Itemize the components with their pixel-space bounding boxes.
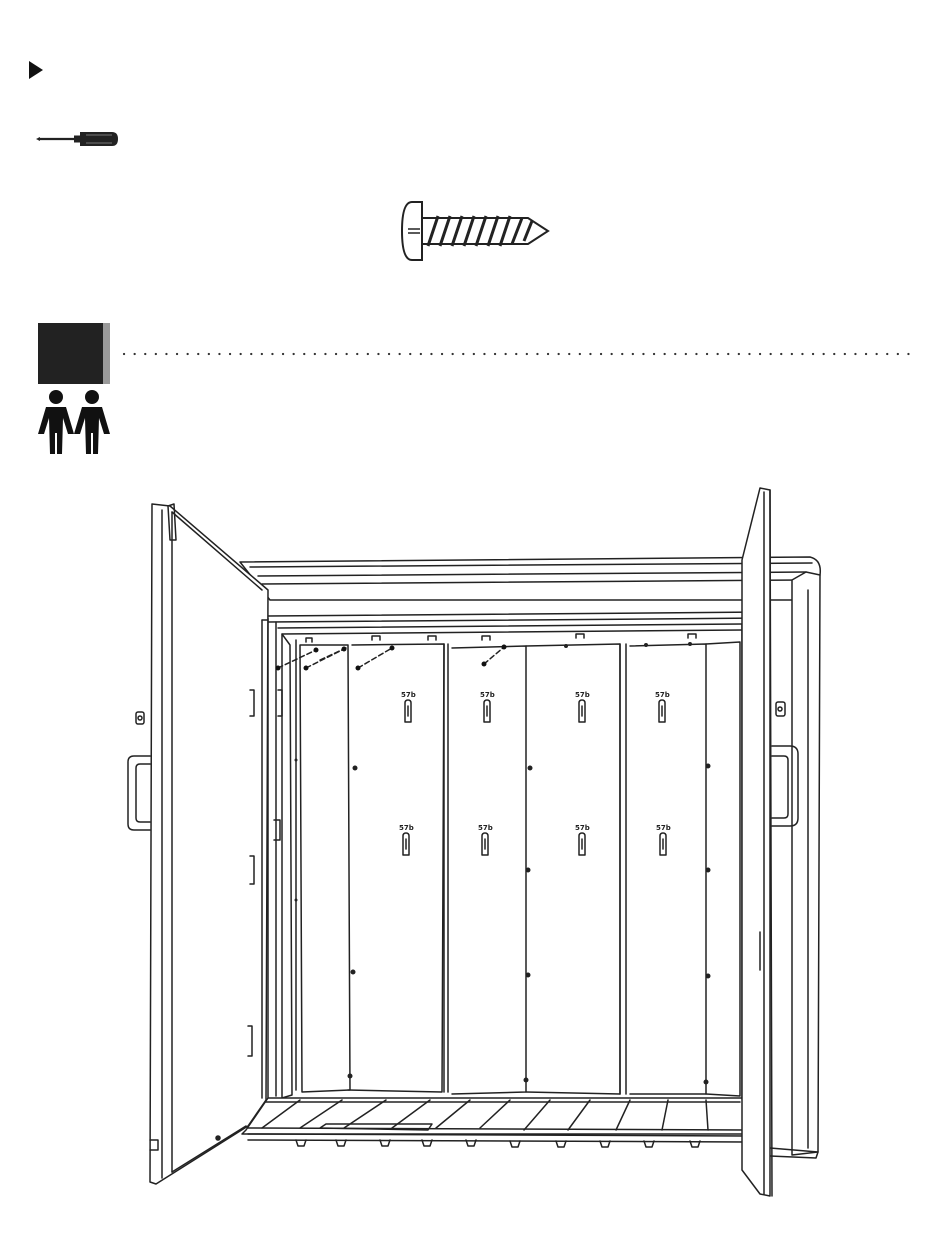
screwdriver-icon — [36, 128, 120, 150]
part-label: 57b — [480, 691, 495, 699]
left-door — [128, 504, 268, 1184]
step-number-box — [38, 323, 103, 384]
part-label: 57b — [656, 824, 671, 832]
panel-holes — [295, 642, 711, 1085]
roof-beam — [240, 557, 820, 622]
floor — [242, 1098, 746, 1147]
shed-illustration: 57b 57b 57b 57b 57b 57b 57b 57b — [0, 470, 950, 1241]
part-labels: 57b 57b 57b 57b 57b 57b 57b 57b — [399, 691, 671, 832]
back-panels — [282, 634, 740, 1098]
part-label: 57b — [399, 824, 414, 832]
two-person-icon — [38, 388, 112, 458]
right-side-wall — [770, 572, 820, 1158]
part-label: 57b — [575, 824, 590, 832]
part-label: 57b — [478, 824, 493, 832]
part-label: 57b — [575, 691, 590, 699]
screw-icon — [396, 196, 556, 266]
screw-insertion-points — [276, 645, 507, 671]
play-triangle-icon — [28, 60, 44, 80]
step-box-edge — [103, 323, 110, 384]
back-wall — [268, 618, 742, 1100]
part-label: 57b — [401, 691, 416, 699]
dotted-separator — [122, 347, 922, 361]
top-rail-bumps — [306, 634, 696, 642]
part-label: 57b — [655, 691, 670, 699]
